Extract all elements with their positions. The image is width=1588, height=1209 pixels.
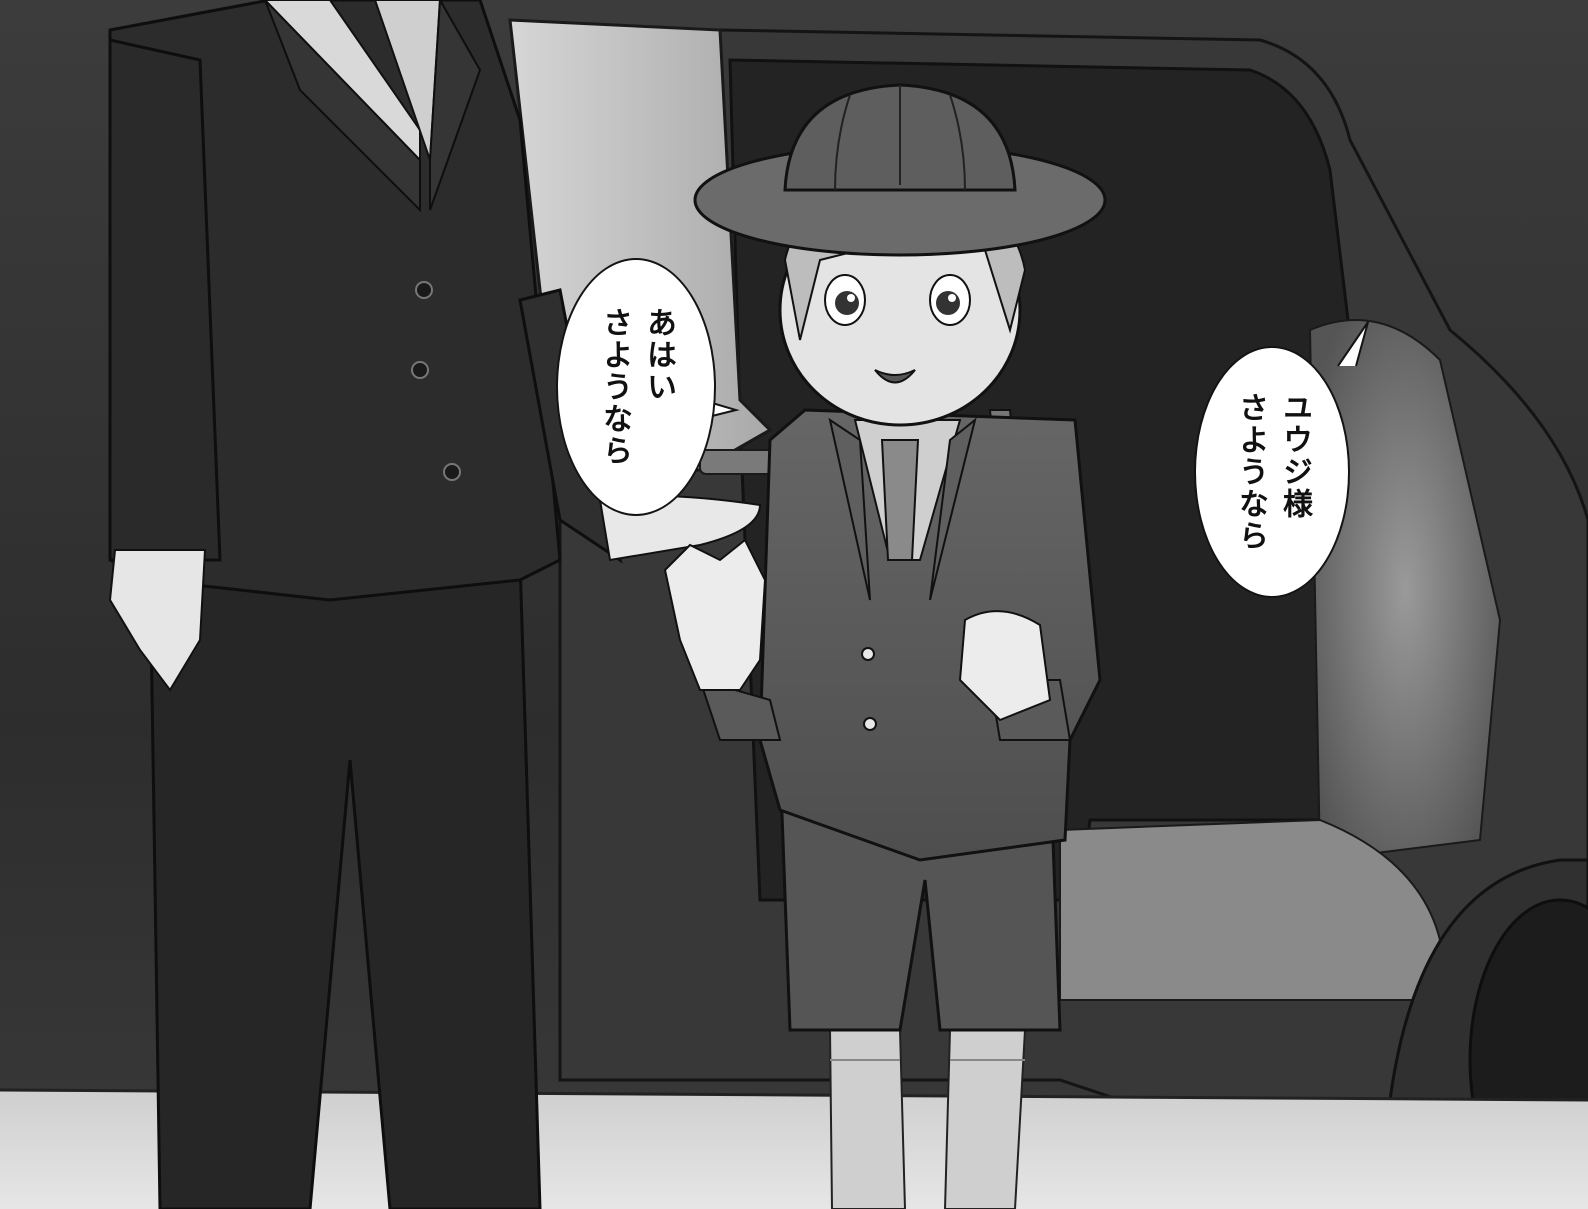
speech-line: ユウジ様 bbox=[1277, 392, 1312, 520]
speech-text-right: ユウジ様 さようなら bbox=[1228, 392, 1316, 552]
speech-bubble-left: あはい さようなら bbox=[556, 258, 716, 516]
speech-line: さようなら bbox=[597, 307, 632, 467]
speech-line: あはい bbox=[641, 307, 676, 403]
right-bubble-tail bbox=[1337, 321, 1369, 367]
speech-bubble-right: ユウジ様 さようなら bbox=[1194, 346, 1350, 598]
speech-text-left: あはい さようなら bbox=[592, 307, 680, 467]
speech-line: さようなら bbox=[1233, 392, 1268, 552]
